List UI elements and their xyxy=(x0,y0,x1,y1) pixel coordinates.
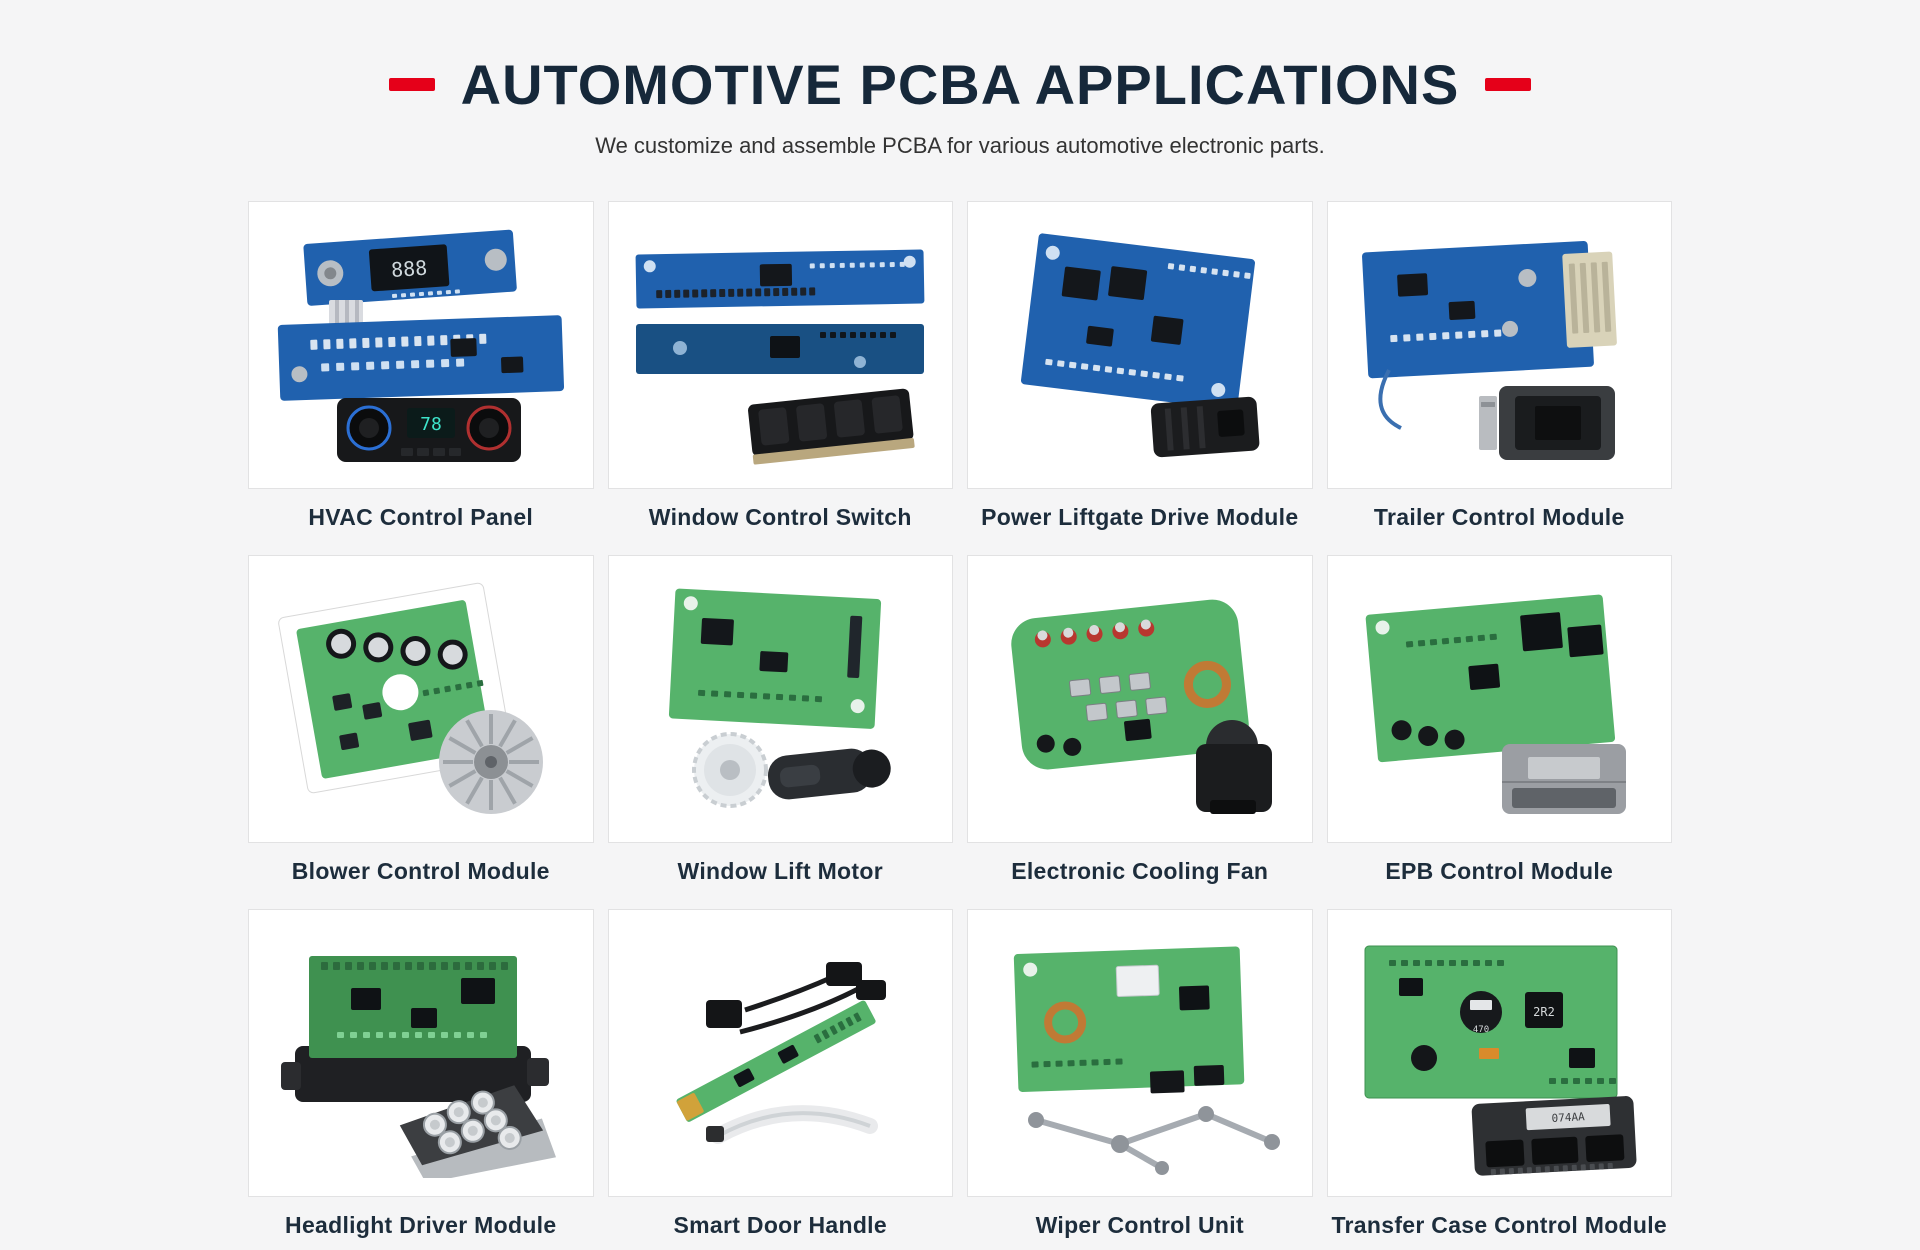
pcb-photo-headlight xyxy=(248,909,594,1197)
product-card-transfer-case: 470 2R2 074AA Transfer Case Control Module xyxy=(1326,909,1672,1239)
pcb-photo-door-handle xyxy=(607,909,953,1197)
pcb-photo-blower xyxy=(248,555,594,843)
page-title: AUTOMOTIVE PCBA APPLICATIONS xyxy=(460,53,1460,116)
title-dash-right-icon xyxy=(1485,78,1532,91)
product-caption: Wiper Control Unit xyxy=(1035,1212,1244,1238)
product-card-cooling-fan: Electronic Cooling Fan xyxy=(967,555,1313,885)
pcb-photo-window-switch xyxy=(607,201,953,489)
pcb-photo-window-lift xyxy=(607,555,953,843)
pcb-photo-trailer xyxy=(1326,201,1672,489)
product-card-headlight: Headlight Driver Module xyxy=(248,909,594,1239)
section-subtitle: We customize and assemble PCBA for vario… xyxy=(595,133,1325,158)
product-caption: Transfer Case Control Module xyxy=(1331,1212,1668,1238)
product-card-window-switch: Window Control Switch xyxy=(607,201,953,531)
pcb-photo-epb xyxy=(1326,555,1672,843)
product-caption: EPB Control Module xyxy=(1385,858,1614,884)
product-card-window-lift: Window Lift Motor xyxy=(607,555,953,885)
product-caption: Trailer Control Module xyxy=(1373,504,1625,530)
product-card-epb: EPB Control Module xyxy=(1326,555,1672,885)
svg-text:2R2: 2R2 xyxy=(1533,1005,1555,1019)
pcb-photo-cooling-fan xyxy=(967,555,1313,843)
product-caption: HVAC Control Panel xyxy=(308,504,534,530)
product-caption: Window Control Switch xyxy=(648,504,912,530)
product-caption: Power Liftgate Drive Module xyxy=(981,504,1299,530)
svg-text:78: 78 xyxy=(420,414,442,435)
product-card-blower: Blower Control Module xyxy=(248,555,594,885)
pcb-photo-liftgate xyxy=(967,201,1313,489)
product-caption: Smart Door Handle xyxy=(673,1212,887,1238)
title-dash-left-icon xyxy=(388,78,435,91)
product-card-wiper: Wiper Control Unit xyxy=(967,909,1313,1239)
pcb-photo-wiper xyxy=(967,909,1313,1197)
pcb-photo-hvac: 888 78 xyxy=(248,201,594,489)
product-caption: Electronic Cooling Fan xyxy=(1011,858,1269,884)
pcb-photo-transfer-case: 470 2R2 074AA xyxy=(1326,909,1672,1197)
product-card-door-handle: Smart Door Handle xyxy=(607,909,953,1239)
product-caption: Headlight Driver Module xyxy=(285,1212,557,1238)
product-caption: Blower Control Module xyxy=(291,858,550,884)
product-card-trailer: Trailer Control Module xyxy=(1326,201,1672,531)
product-card-liftgate: Power Liftgate Drive Module xyxy=(967,201,1313,531)
svg-text:470: 470 xyxy=(1473,1025,1489,1035)
svg-text:888: 888 xyxy=(390,256,428,282)
product-caption: Window Lift Motor xyxy=(677,858,883,884)
svg-text:074AA: 074AA xyxy=(1552,1110,1586,1125)
section-title-row: AUTOMOTIVE PCBA APPLICATIONS xyxy=(0,52,1920,117)
